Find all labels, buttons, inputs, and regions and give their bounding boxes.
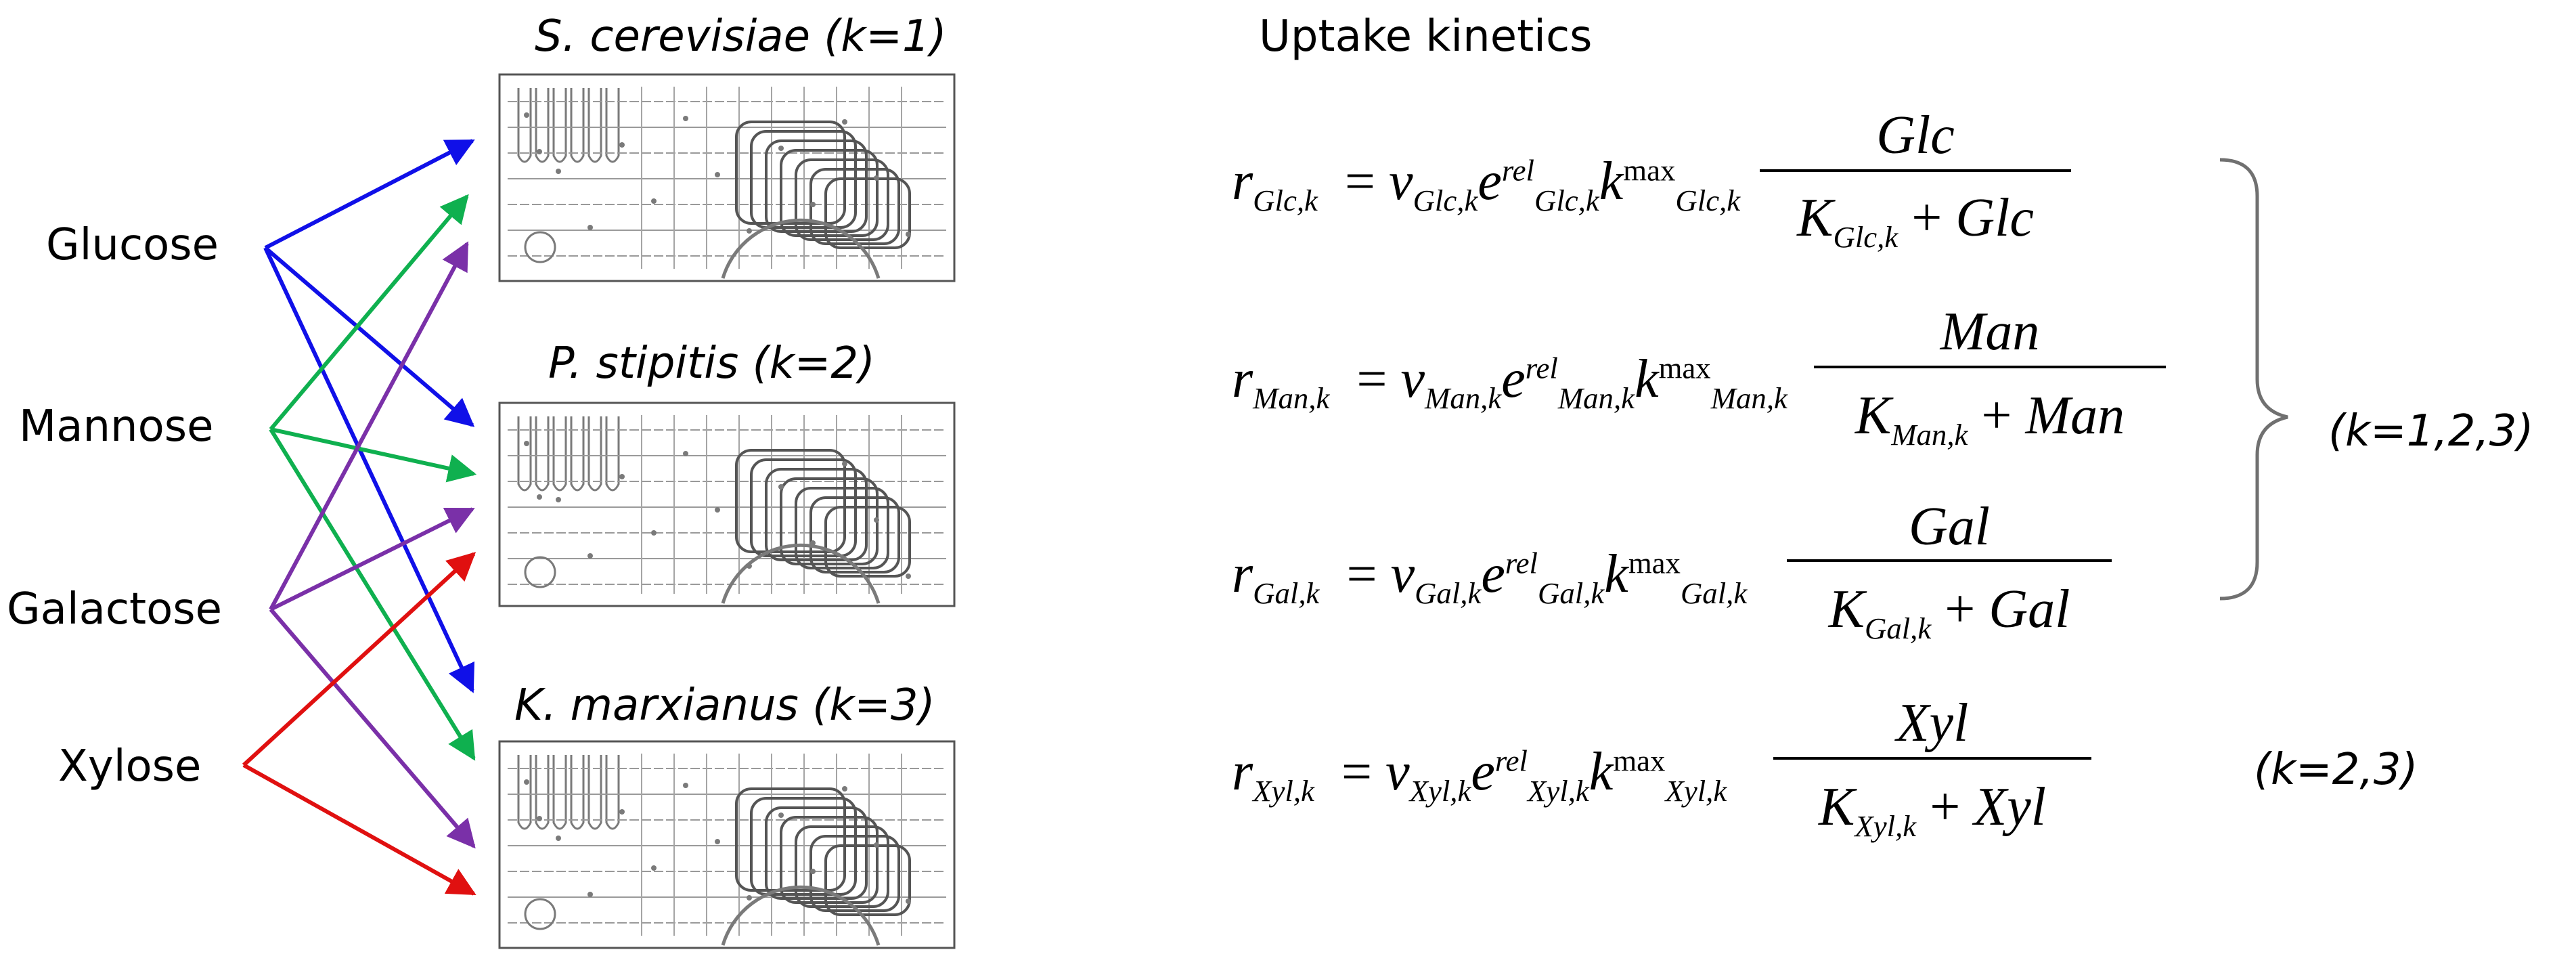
arrow-galactose-to-organism-3 (269, 608, 476, 849)
arrow-mannose-to-organism-3 (269, 428, 476, 761)
sugar-label-galactose: Galactose (7, 584, 222, 634)
k-range-all-strains: (k=1,2,3) (2328, 406, 2534, 456)
arrow-xylose-to-organism-2 (242, 552, 476, 767)
metabolic-map-p-stipitis (498, 402, 956, 607)
arrow-glucose-to-organism-2 (264, 246, 475, 427)
sugar-label-xylose: Xylose (58, 741, 202, 792)
arrow-glucose-to-organism-3 (263, 246, 475, 693)
curly-bracket (2219, 158, 2288, 601)
arrow-xylose-to-organism-3 (242, 763, 476, 896)
arrow-galactose-to-organism-1 (269, 241, 469, 611)
organism-title-p-stipitis: P. stipitis (k=2) (548, 339, 875, 389)
k-range-xylose-strains: (k=2,3) (2254, 745, 2418, 795)
arrow-mannose-to-organism-1 (269, 194, 469, 431)
arrow-mannose-to-organism-2 (270, 427, 477, 483)
uptake-kinetics-title: Uptake kinetics (1259, 12, 1593, 62)
metabolic-map-k-marxianus (498, 740, 956, 949)
arrow-galactose-to-organism-2 (269, 507, 475, 611)
sugar-label-mannose: Mannose (19, 402, 214, 452)
metabolic-map-s-cerevisiae (498, 73, 956, 282)
arrow-glucose-to-organism-1 (264, 139, 475, 250)
sugar-label-glucose: Glucose (46, 220, 219, 270)
organism-title-s-cerevisiae: S. cerevisiae (k=1) (535, 12, 947, 62)
organism-title-k-marxianus: K. marxianus (k=3) (514, 680, 935, 731)
